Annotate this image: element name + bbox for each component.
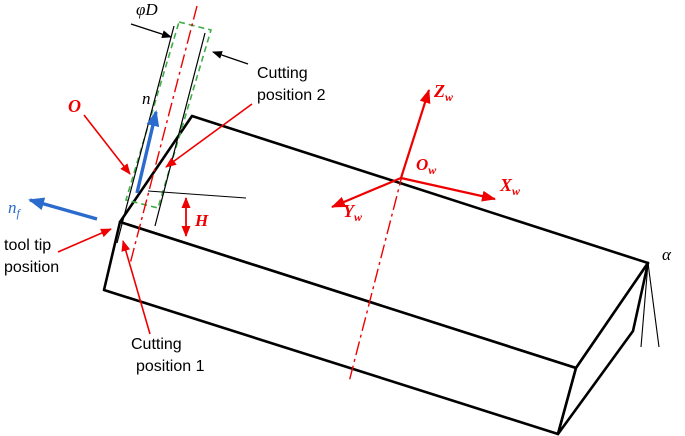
- alpha-vertical-reference-line: [647, 262, 660, 348]
- tool-tip-line2: position: [4, 259, 59, 276]
- cutting-position-2-line2: position 2: [257, 87, 326, 104]
- workpiece-end-face: [556, 261, 650, 436]
- diameter-arrow-right: [212, 51, 249, 65]
- tool-axis-centerline: [129, 5, 198, 265]
- tool: [116, 5, 213, 265]
- o-label: O: [68, 96, 81, 116]
- yw-axis-arrow: [331, 176, 402, 209]
- tool-tip-line1: tool tip: [4, 237, 51, 254]
- caption-cutting-position-2: Cutting position 2: [257, 65, 326, 104]
- workpiece-centerline: [348, 171, 404, 383]
- h-label: H: [194, 211, 209, 230]
- alpha-label: α: [662, 245, 672, 264]
- n-label: n: [142, 89, 151, 108]
- alpha-edge-extension-line: [640, 262, 649, 348]
- n-vector-arrow: [135, 110, 160, 194]
- nf-vector-arrow: [28, 197, 98, 221]
- nf-label: nf: [8, 198, 22, 220]
- ow-label: Ow: [416, 155, 437, 177]
- caption-cutting-position-1: Cutting position 1: [131, 336, 205, 375]
- cutting-position-2-arrow: [165, 103, 253, 168]
- caption-tool-tip-position: tool tip position: [4, 237, 59, 276]
- tool-tip-position-arrow: [57, 228, 112, 253]
- xw-label: Xw: [499, 175, 521, 198]
- workpiece-coordinate-system: Zw Xw Yw Ow: [331, 81, 521, 224]
- tool-side-right-line: [154, 32, 206, 227]
- cut-depth-line: [147, 190, 247, 199]
- diameter-arrow-left: [130, 23, 172, 39]
- xw-axis-arrow: [400, 176, 496, 202]
- zw-label: Zw: [433, 81, 454, 104]
- cutting-position-1-line1: Cutting: [131, 336, 182, 353]
- tool-side-left-line: [116, 25, 175, 244]
- cutting-position-2-line1: Cutting: [257, 65, 308, 82]
- phi-d-label: φD: [136, 0, 158, 19]
- zw-axis-arrow: [399, 89, 431, 179]
- yw-label: Yw: [343, 201, 363, 224]
- cutting-position-1-arrow: [121, 240, 151, 335]
- cutting-position-1-line2: position 1: [136, 358, 205, 375]
- o-pointer-arrow: [83, 114, 131, 175]
